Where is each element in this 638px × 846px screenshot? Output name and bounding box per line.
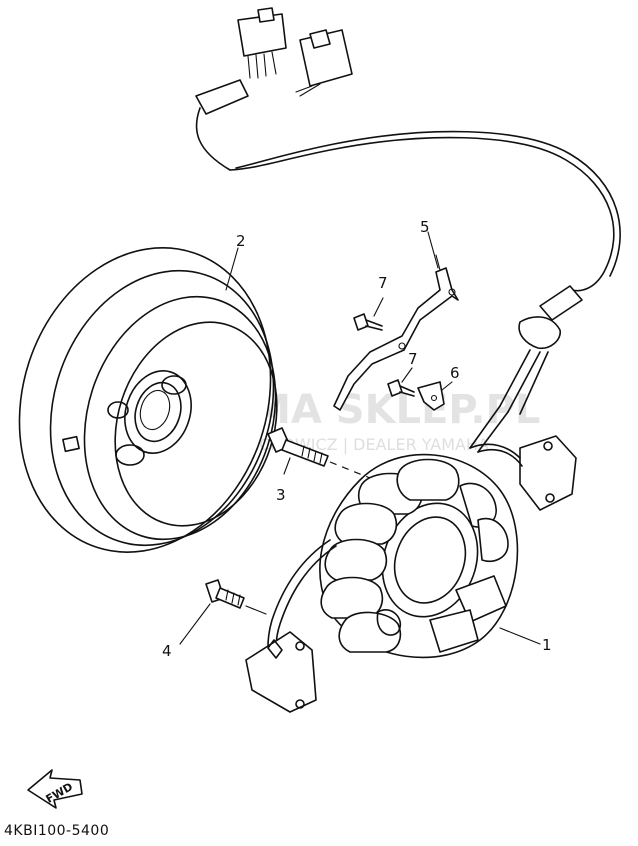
- wire-harness-connector: [195, 7, 353, 171]
- leader-lines: [225, 231, 541, 645]
- callout-1: 1: [542, 636, 552, 654]
- callout-5: 5: [420, 218, 430, 236]
- fwd-arrow-icon: FWD: [27, 769, 83, 809]
- drawing-code: 4KBI100-5400: [4, 823, 110, 839]
- clamp: [417, 381, 453, 411]
- screw-7-lower: [387, 367, 415, 397]
- callout-6: 6: [450, 364, 460, 382]
- stay-bracket: [333, 254, 459, 411]
- lower-lead-and-grommet: [245, 539, 337, 713]
- screw-7-upper: [353, 297, 384, 331]
- stator-lead-wire: [229, 130, 621, 453]
- pickup-coil: [469, 435, 577, 511]
- stator-assembly: [319, 453, 519, 659]
- bolt: [267, 427, 371, 479]
- callout-3: 3: [276, 486, 286, 504]
- screw: [179, 579, 267, 645]
- callout-7-upper: 7: [378, 274, 388, 292]
- flywheel-rotor: [18, 247, 278, 553]
- callout-2: 2: [236, 232, 246, 250]
- callout-4: 4: [162, 642, 172, 660]
- callout-7-lower: 7: [408, 350, 418, 368]
